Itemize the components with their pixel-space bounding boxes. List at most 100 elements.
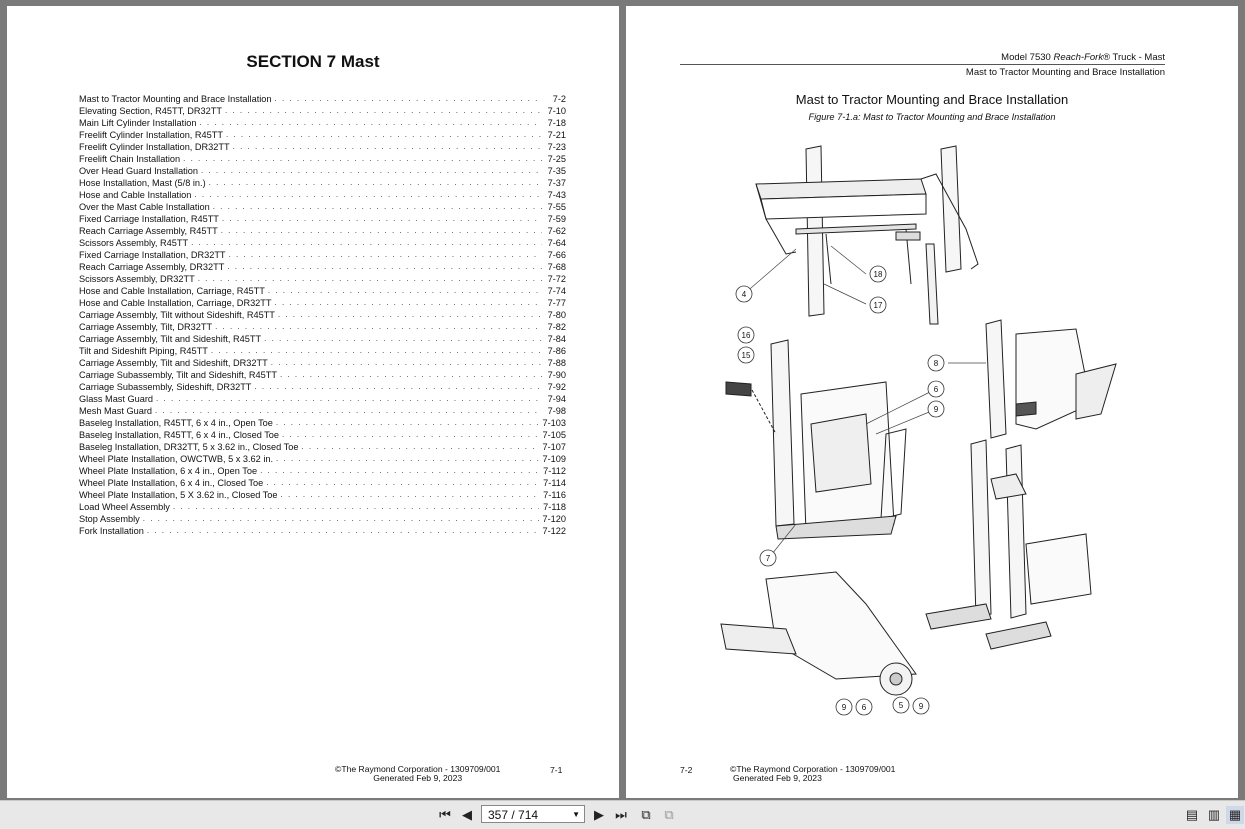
right-page-number: 7-2 xyxy=(680,765,693,775)
toc-entry[interactable]: Over Head Guard Installation. . . . . . … xyxy=(79,165,566,177)
callout-circle-4 xyxy=(735,285,753,303)
toc-entry-title: Carriage Assembly, Tilt, DR32TT xyxy=(79,322,213,332)
toc-entry[interactable]: Elevating Section, R45TT, DR32TT. . . . … xyxy=(79,105,566,117)
right-page: Model 7530 Reach-Fork® Truck - Mast Mast… xyxy=(626,6,1238,798)
toc-entry-page: 7-118 xyxy=(543,502,566,512)
page-number: 7-1 xyxy=(550,765,563,775)
toc-entry[interactable]: Hose and Cable Installation, Carriage, R… xyxy=(79,285,566,297)
toc-entry[interactable]: Glass Mast Guard. . . . . . . . . . . . … xyxy=(79,393,566,405)
previous-page-icon[interactable]: ◀ xyxy=(462,807,472,822)
toc-entry-page: 7-62 xyxy=(547,226,566,236)
toc-entry-page: 7-84 xyxy=(547,334,566,344)
next-page-icon[interactable]: ▶ xyxy=(594,807,604,822)
toc-entry[interactable]: Fixed Carriage Installation, R45TT. . . … xyxy=(79,213,566,225)
toc-entry-page: 7-72 xyxy=(547,274,566,284)
fit-width-icon[interactable]: ⧉ xyxy=(664,807,674,822)
toc-leader-dots: . . . . . . . . . . . . . . . . . . . . … xyxy=(221,214,542,223)
continuous-view-icon[interactable]: ▥ xyxy=(1207,807,1221,822)
toc-entry[interactable]: Mast to Tractor Mounting and Brace Insta… xyxy=(79,93,566,105)
first-page-icon[interactable]: ⏮ xyxy=(439,807,451,822)
fit-page-icon[interactable]: ⧉ xyxy=(641,807,651,822)
toc-entry-title: Reach Carriage Assembly, DR32TT xyxy=(79,262,225,272)
toc-entry-page: 7-35 xyxy=(547,166,566,176)
toc-entry[interactable]: Main Lift Cylinder Installation. . . . .… xyxy=(79,117,566,129)
page-select[interactable]: 357 / 714 ▼ xyxy=(481,805,585,823)
toc-entry[interactable]: Freelift Cylinder Installation, R45TT. .… xyxy=(79,129,566,141)
toc-entry-title: Scissors Assembly, R45TT xyxy=(79,238,189,248)
toc-entry[interactable]: Tilt and Sideshift Piping, R45TT. . . . … xyxy=(79,345,566,357)
toc-entry[interactable]: Carriage Subassembly, Tilt and Sideshift… xyxy=(79,369,566,381)
toc-entry[interactable]: Stop Assembly. . . . . . . . . . . . . .… xyxy=(79,513,566,525)
toc-entry[interactable]: Baseleg Installation, R45TT, 6 x 4 in., … xyxy=(79,417,566,429)
callout-label: 16 xyxy=(742,331,751,340)
toc-leader-dots: . . . . . . . . . . . . . . . . . . . . … xyxy=(227,262,542,271)
toc-entry-page: 7-114 xyxy=(543,478,566,488)
viewer-toolbar: ⏮ ◀ 357 / 714 ▼ ▶ ⏭ ⧉ ⧉ ▤ ▥ ▦ xyxy=(0,800,1245,829)
toc-entry[interactable]: Freelift Chain Installation. . . . . . .… xyxy=(79,153,566,165)
toc-leader-dots: . . . . . . . . . . . . . . . . . . . . … xyxy=(212,202,542,211)
toc-leader-dots: . . . . . . . . . . . . . . . . . . . . … xyxy=(194,190,542,199)
toc-entry[interactable]: Baseleg Installation, R45TT, 6 x 4 in., … xyxy=(79,429,566,441)
toc-leader-dots: . . . . . . . . . . . . . . . . . . . . … xyxy=(208,178,542,187)
toc-entry-title: Over the Mast Cable Installation xyxy=(79,202,210,212)
toc-entry[interactable]: Mesh Mast Guard. . . . . . . . . . . . .… xyxy=(79,405,566,417)
callout-label: 6 xyxy=(934,385,939,394)
callout-label: 15 xyxy=(742,351,751,360)
toc-entry[interactable]: Carriage Assembly, Tilt and Sideshift, D… xyxy=(79,357,566,369)
two-page-view-icon[interactable]: ▦ xyxy=(1226,806,1244,824)
single-page-view-icon[interactable]: ▤ xyxy=(1185,807,1199,822)
toc-entry-title: Over Head Guard Installation xyxy=(79,166,198,176)
running-subheader: Mast to Tractor Mounting and Brace Insta… xyxy=(965,67,1165,78)
toc-leader-dots: . . . . . . . . . . . . . . . . . . . . … xyxy=(201,166,542,175)
toc-entry[interactable]: Reach Carriage Assembly, DR32TT. . . . .… xyxy=(79,261,566,273)
toc-leader-dots: . . . . . . . . . . . . . . . . . . . . … xyxy=(226,130,542,139)
callout-label: 9 xyxy=(934,405,939,414)
toc-entry-title: Freelift Cylinder Installation, DR32TT xyxy=(79,142,230,152)
toc-entry[interactable]: Wheel Plate Installation, OWCTWB, 5 x 3.… xyxy=(79,453,566,465)
toc-entry-title: Tilt and Sideshift Piping, R45TT xyxy=(79,346,208,356)
toc-entry-page: 7-74 xyxy=(547,286,566,296)
toc-entry[interactable]: Hose and Cable Installation. . . . . . .… xyxy=(79,189,566,201)
toc-entry[interactable]: Over the Mast Cable Installation. . . . … xyxy=(79,201,566,213)
toc-entry[interactable]: Hose and Cable Installation, Carriage, D… xyxy=(79,297,566,309)
toc-entry[interactable]: Scissors Assembly, DR32TT. . . . . . . .… xyxy=(79,273,566,285)
toc-entry-title: Wheel Plate Installation, 6 x 4 in., Clo… xyxy=(79,478,264,488)
toc-entry-title: Hose and Cable Installation xyxy=(79,190,192,200)
toc-entry[interactable]: Wheel Plate Installation, 6 x 4 in., Ope… xyxy=(79,465,566,477)
toc-entry[interactable]: Baseleg Installation, DR32TT, 5 x 3.62 i… xyxy=(79,441,566,453)
right-copyright: ©The Raymond Corporation - 1309709/001 xyxy=(730,764,896,774)
toc-entry[interactable]: Carriage Assembly, Tilt, DR32TT. . . . .… xyxy=(79,321,566,333)
toc-entry-title: Elevating Section, R45TT, DR32TT xyxy=(79,106,222,116)
toc-entry[interactable]: Hose Installation, Mast (5/8 in.). . . .… xyxy=(79,177,566,189)
toc-entry[interactable]: Fork Installation. . . . . . . . . . . .… xyxy=(79,525,566,537)
toc-entry-page: 7-23 xyxy=(547,142,566,152)
toc-entry-title: Carriage Assembly, Tilt and Sideshift, D… xyxy=(79,358,268,368)
page-indicator: 357 / 714 xyxy=(488,808,539,822)
toc-entry[interactable]: Carriage Assembly, Tilt without Sideshif… xyxy=(79,309,566,321)
toc-entry[interactable]: Fixed Carriage Installation, DR32TT. . .… xyxy=(79,249,566,261)
toc-entry[interactable]: Freelift Cylinder Installation, DR32TT. … xyxy=(79,141,566,153)
toc-entry-title: Fork Installation xyxy=(79,526,144,536)
callout-label: 17 xyxy=(874,301,883,310)
toc-entry-page: 7-80 xyxy=(547,310,566,320)
toc-leader-dots: . . . . . . . . . . . . . . . . . . . . … xyxy=(260,466,540,475)
toc-leader-dots: . . . . . . . . . . . . . . . . . . . . … xyxy=(279,370,542,379)
toc-leader-dots: . . . . . . . . . . . . . . . . . . . . … xyxy=(197,274,542,283)
toc-entry[interactable]: Carriage Assembly, Tilt and Sideshift, R… xyxy=(79,333,566,345)
toc-entry-page: 7-82 xyxy=(547,322,566,332)
left-footer: ©The Raymond Corporation - 1309709/001 G… xyxy=(335,765,500,783)
toc-entry[interactable]: Reach Carriage Assembly, R45TT. . . . . … xyxy=(79,225,566,237)
last-page-icon[interactable]: ⏭ xyxy=(615,807,627,822)
toc-leader-dots: . . . . . . . . . . . . . . . . . . . . … xyxy=(146,526,539,535)
toc-leader-dots: . . . . . . . . . . . . . . . . . . . . … xyxy=(280,490,540,499)
toc-entry[interactable]: Wheel Plate Installation, 6 x 4 in., Clo… xyxy=(79,477,566,489)
section-title: SECTION 7 Mast xyxy=(246,52,380,71)
toc-entry[interactable]: Wheel Plate Installation, 5 X 3.62 in., … xyxy=(79,489,566,501)
toc-entry[interactable]: Carriage Subassembly, Sideshift, DR32TT.… xyxy=(79,381,566,393)
toc-entry[interactable]: Load Wheel Assembly. . . . . . . . . . .… xyxy=(79,501,566,513)
header-model: Model 7530 xyxy=(1001,52,1054,63)
toc-entry-title: Wheel Plate Installation, 5 X 3.62 in., … xyxy=(79,490,278,500)
full-mast-view xyxy=(925,439,1092,650)
toc-leader-dots: . . . . . . . . . . . . . . . . . . . . … xyxy=(199,118,542,127)
toc-entry[interactable]: Scissors Assembly, R45TT. . . . . . . . … xyxy=(79,237,566,249)
